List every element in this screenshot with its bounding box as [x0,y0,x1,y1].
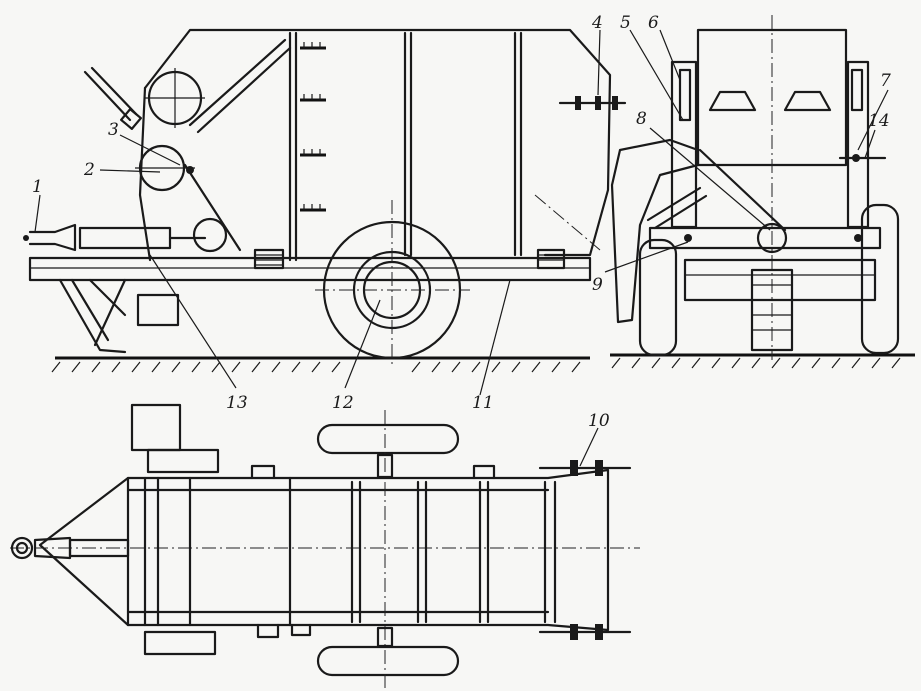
spring-front [253,248,285,270]
battery-box [136,293,180,327]
end-view [610,15,915,369]
callout-2: 2 [83,160,95,180]
right-wheel [860,203,900,355]
rear-block [143,630,217,656]
tension-rod [183,163,242,252]
support-stand [58,278,127,354]
drawbar-hitch [28,223,77,252]
top-wheel-lower [316,645,460,677]
left-clamp [678,68,692,122]
brace [698,148,787,232]
rear-adjusters [538,466,632,634]
callout-labels: 1 2 3 4 5 6 7 8 9 10 11 12 13 14 [32,13,891,431]
chassis-frame [28,256,592,282]
callout-9: 9 [592,275,603,295]
center-support [750,268,794,352]
end-frame [683,258,877,302]
callout-8: 8 [636,109,647,129]
plan-body [126,468,610,632]
lower-pulley [192,217,228,253]
right-clamp [850,68,864,112]
callout-5: 5 [620,13,631,33]
callout-14: 14 [868,111,890,131]
cross-members [143,476,557,627]
hopper-windows [708,90,832,112]
brackets [250,464,496,639]
hopper-front-edge [138,86,152,262]
lever-arm [83,66,138,122]
callout-11: 11 [472,393,494,413]
plan-view [10,403,640,690]
drive-belt [188,38,292,134]
callout-10: 10 [588,411,610,431]
axle [648,226,882,250]
spring-rear [536,248,566,270]
leader-lines [34,29,889,467]
side-view [23,28,627,373]
callout-12: 12 [332,393,354,413]
top-wheel-upper [316,423,460,455]
hub-upper [376,453,394,479]
shock-absorber [646,186,708,230]
engine-block [130,403,182,452]
drawbar-triangle [38,476,130,627]
engine-base [146,448,220,474]
hub-lower [376,626,394,648]
hopper-body [143,28,612,257]
ground-hatching-side [51,361,581,373]
callout-6: 6 [648,13,659,33]
left-wheel [638,238,678,357]
hitch-coupler [33,536,72,560]
hitch-eye [10,536,34,560]
conveyor-slats [300,42,326,212]
drawbar-cylinder [78,226,172,250]
callout-4: 4 [591,13,603,33]
axle-center [756,222,788,254]
callout-7: 7 [880,71,891,91]
callout-13: 13 [226,393,248,413]
callout-3: 3 [108,120,119,140]
fender [610,138,700,324]
callout-1: 1 [32,177,43,197]
ground-hatching-end [611,357,901,369]
